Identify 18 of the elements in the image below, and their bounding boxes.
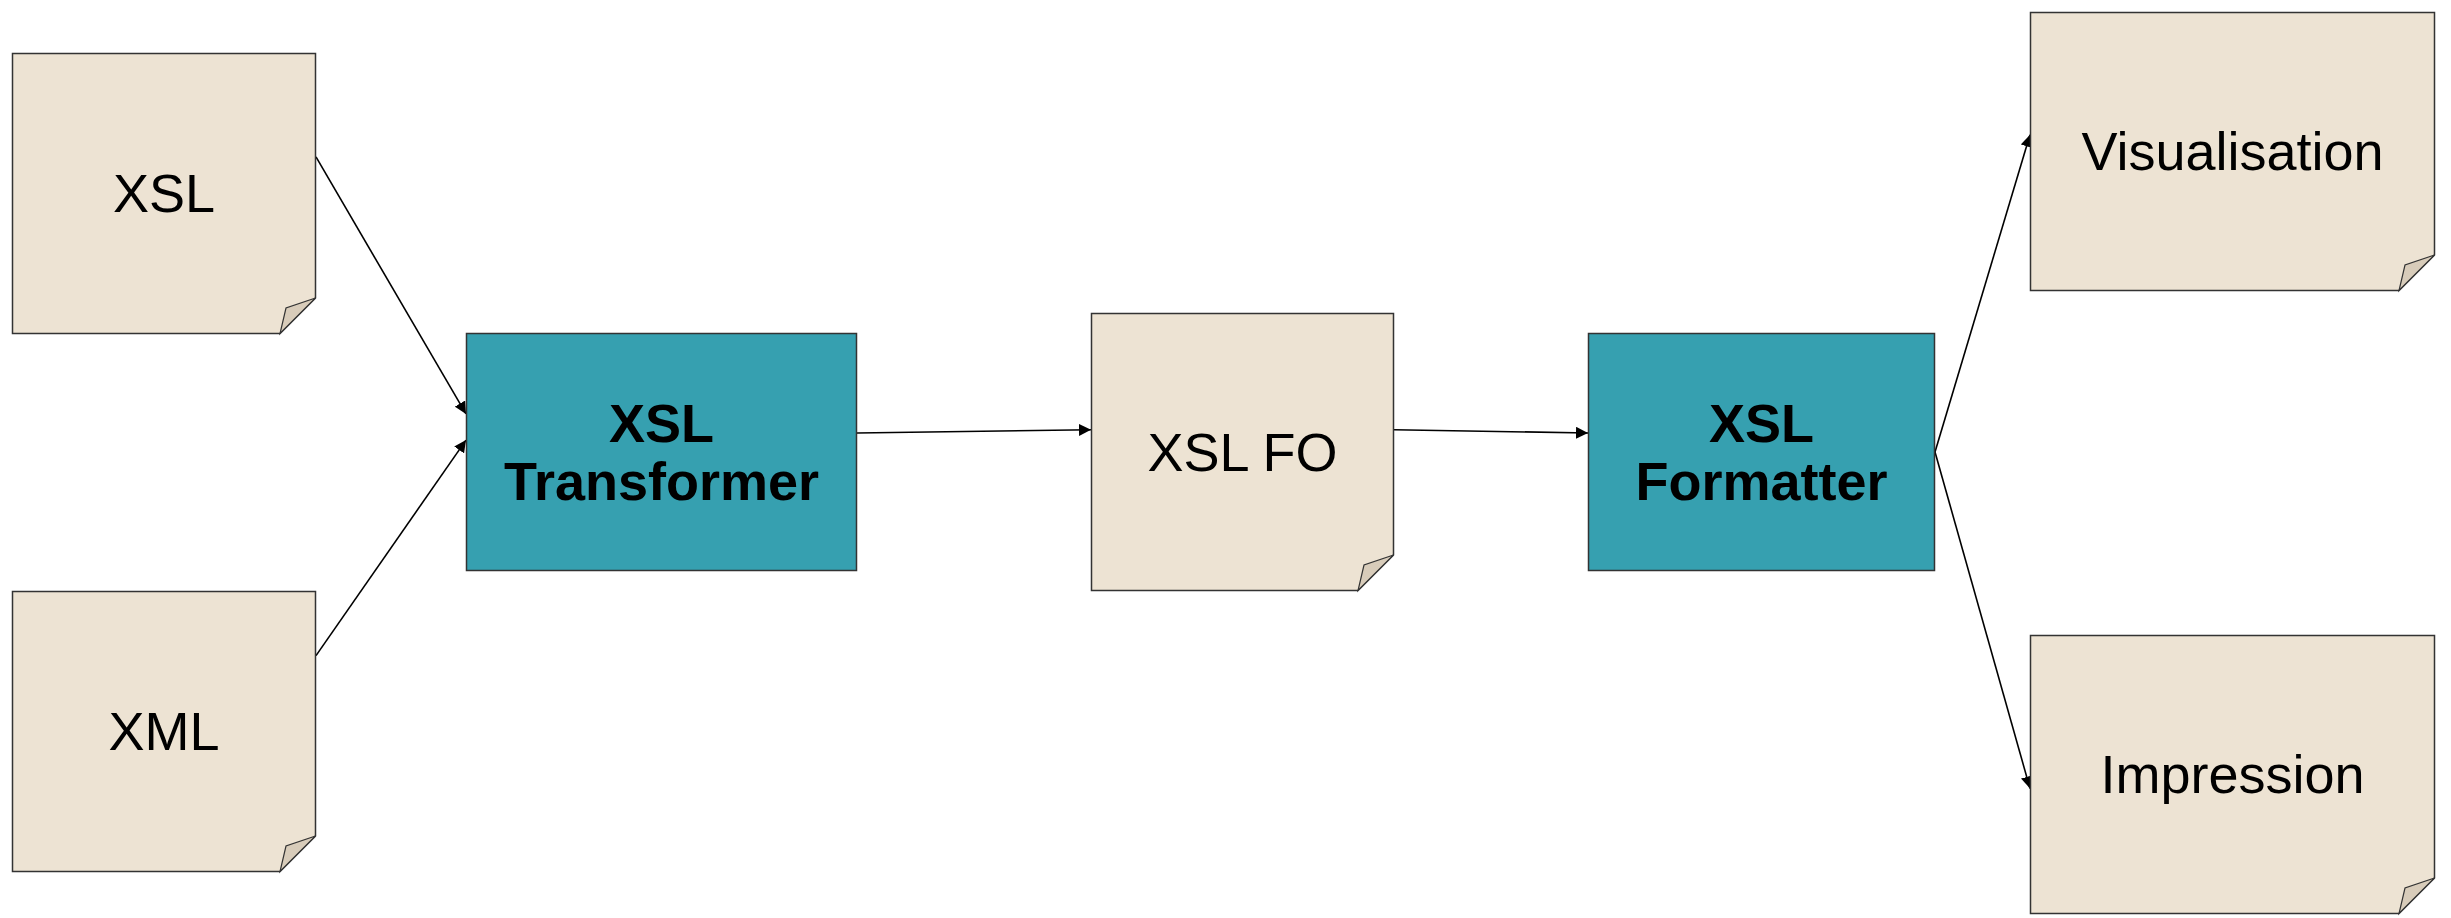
process-box [466,333,857,571]
document-shape [12,591,316,872]
node-label: XSL FO [1147,422,1338,482]
node-label: XSL Formatter [1634,393,1889,511]
node-label: XML [108,702,220,761]
node-label: XSL [112,164,216,223]
node-label: Visualisation [2081,122,2384,181]
process-box [1588,333,1935,571]
document-shape [12,53,316,334]
node-label: XSL Transformer [502,393,821,511]
document-shape [2030,635,2435,914]
document-shape [2030,12,2435,291]
arrow [315,439,467,657]
arrow [1393,426,1589,439]
arrow [856,423,1092,436]
document-shape [1091,313,1394,591]
node-label: Impression [2100,745,2365,804]
arrow [315,156,467,415]
